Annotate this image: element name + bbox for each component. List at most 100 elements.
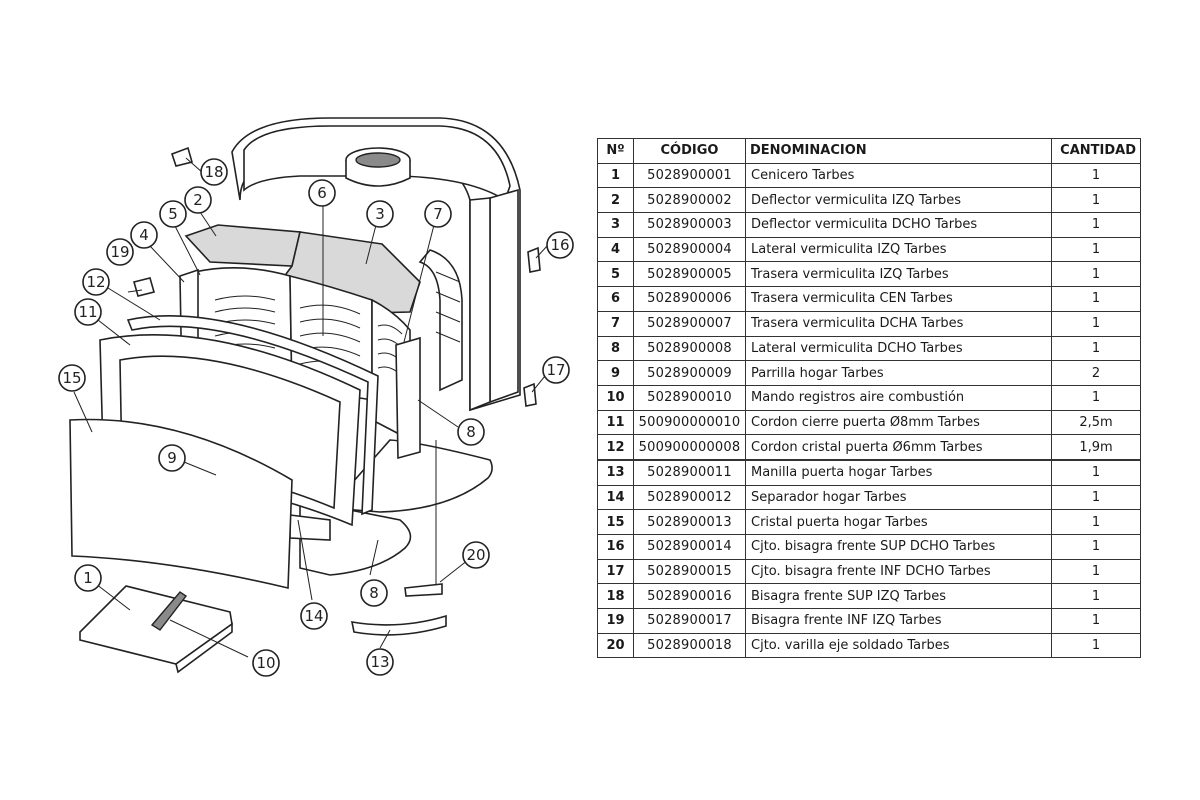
part-name: Trasera vermiculita DCHA Tarbes <box>745 310 1052 337</box>
callout-17: 17 <box>542 356 570 384</box>
callout-8-lower: 8 <box>360 579 388 607</box>
svg-text:12: 12 <box>86 273 105 291</box>
callout-9: 9 <box>158 444 186 472</box>
hinges <box>133 146 541 407</box>
leader-lines <box>73 157 549 658</box>
header-code: CÓDIGO <box>633 138 746 164</box>
row-number: 12 <box>597 434 634 461</box>
part-quantity: 1 <box>1051 212 1141 238</box>
part-code: 5028900004 <box>633 236 746 263</box>
callout-15: 15 <box>58 364 86 392</box>
svg-text:2: 2 <box>193 191 203 209</box>
part-quantity: 1 <box>1051 484 1141 511</box>
callout-10: 10 <box>252 649 280 677</box>
part-name: Cordon cierre puerta Ø8mm Tarbes <box>745 409 1052 436</box>
callout-5: 5 <box>159 200 187 228</box>
part-name: Cristal puerta hogar Tarbes <box>745 509 1052 535</box>
part-quantity: 1 <box>1051 384 1141 411</box>
table-header-row: Nº CÓDIGO DENOMINACION CANTIDAD <box>597 138 1141 164</box>
part-code: 500900000010 <box>633 409 746 436</box>
part-name: Separador hogar Tarbes <box>745 484 1052 511</box>
row-number: 20 <box>597 632 634 659</box>
part-code: 5028900018 <box>633 632 746 659</box>
callout-19: 19 <box>106 238 134 266</box>
ash-pan <box>79 585 233 674</box>
row-number: 5 <box>597 261 634 288</box>
callout-14: 14 <box>300 602 328 630</box>
callout-18: 18 <box>200 158 228 186</box>
row-number: 8 <box>597 335 634 362</box>
row-number: 9 <box>597 360 634 386</box>
part-code: 5028900017 <box>633 608 746 634</box>
door-handle-and-rod <box>350 440 447 636</box>
part-name: Cordon cristal puerta Ø6mm Tarbes <box>745 434 1052 461</box>
part-quantity: 1 <box>1051 286 1141 312</box>
door-glass <box>69 418 293 590</box>
part-name: Lateral vermiculita IZQ Tarbes <box>745 236 1052 263</box>
part-quantity: 2 <box>1051 360 1141 386</box>
svg-text:10: 10 <box>256 654 275 672</box>
part-name: Cjto. bisagra frente SUP DCHO Tarbes <box>745 534 1052 560</box>
svg-text:14: 14 <box>304 607 323 625</box>
part-name: Trasera vermiculita CEN Tarbes <box>745 286 1052 312</box>
svg-text:18: 18 <box>204 163 223 181</box>
part-code: 5028900005 <box>633 261 746 288</box>
part-code: 5028900011 <box>633 458 746 486</box>
part-code: 5028900012 <box>633 484 746 511</box>
part-name: Cjto. bisagra frente INF DCHO Tarbes <box>745 558 1052 585</box>
row-number: 19 <box>597 608 634 634</box>
svg-text:6: 6 <box>317 184 327 202</box>
callout-20: 20 <box>462 541 490 569</box>
part-quantity: 1 <box>1051 558 1141 585</box>
callout-16: 16 <box>546 231 574 259</box>
row-number: 10 <box>597 384 634 411</box>
part-quantity: 1 <box>1051 187 1141 214</box>
part-name: Deflector vermiculita DCHO Tarbes <box>745 212 1052 238</box>
part-code: 5028900016 <box>633 583 746 610</box>
callout-12: 12 <box>82 268 110 296</box>
svg-text:15: 15 <box>62 369 81 387</box>
callout-11: 11 <box>74 298 102 326</box>
part-quantity: 1 <box>1051 509 1141 535</box>
part-code: 5028900001 <box>633 162 746 189</box>
part-code: 5028900002 <box>633 187 746 214</box>
svg-text:4: 4 <box>139 226 149 244</box>
row-number: 1 <box>597 162 634 189</box>
callout-1: 1 <box>74 564 102 592</box>
row-number: 3 <box>597 212 634 238</box>
svg-text:17: 17 <box>546 361 565 379</box>
part-code: 5028900008 <box>633 335 746 362</box>
part-code: 5028900014 <box>633 534 746 560</box>
part-name: Deflector vermiculita IZQ Tarbes <box>745 187 1052 214</box>
part-code: 5028900010 <box>633 384 746 411</box>
header-name: DENOMINACION <box>745 138 1052 164</box>
part-code: 5028900003 <box>633 212 746 238</box>
part-quantity: 1 <box>1051 534 1141 560</box>
svg-text:20: 20 <box>466 546 485 564</box>
row-number: 17 <box>597 558 634 585</box>
row-number: 7 <box>597 310 634 337</box>
row-number: 2 <box>597 187 634 214</box>
svg-text:3: 3 <box>375 205 385 223</box>
row-number: 16 <box>597 534 634 560</box>
part-code: 5028900009 <box>633 360 746 386</box>
part-quantity: 1 <box>1051 458 1141 486</box>
part-quantity: 1 <box>1051 583 1141 610</box>
part-quantity: 1 <box>1051 335 1141 362</box>
svg-text:9: 9 <box>167 449 177 467</box>
row-number: 14 <box>597 484 634 511</box>
svg-text:11: 11 <box>78 303 97 321</box>
callout-8-upper: 8 <box>457 418 485 446</box>
